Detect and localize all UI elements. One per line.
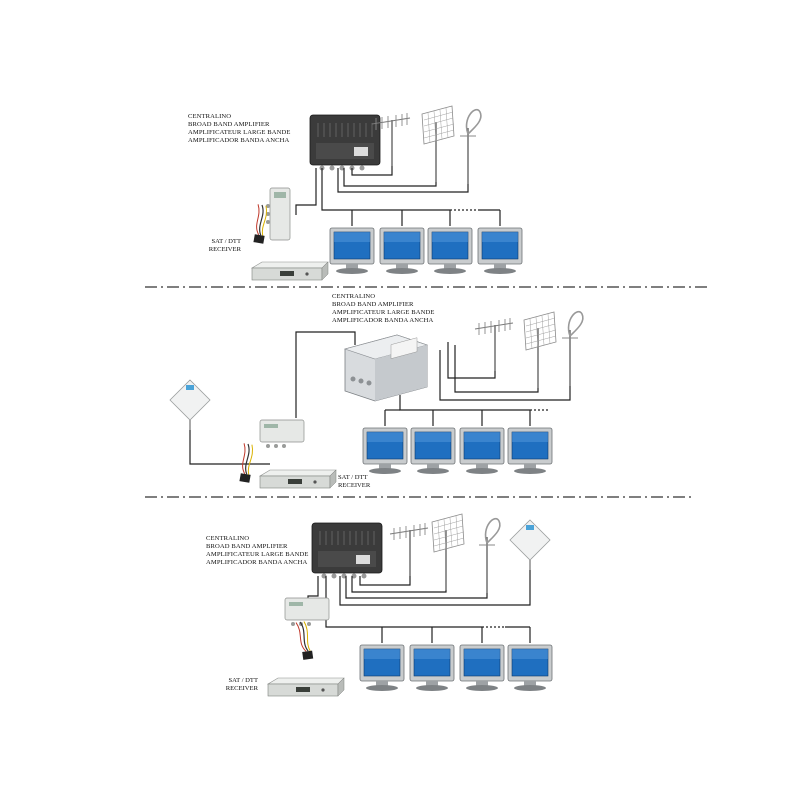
scart-cable: [236, 442, 257, 484]
amplifier-label: CENTRALINO BROAD BAND AMPLIFIER AMPLIFIC…: [188, 113, 291, 144]
power-supply: [266, 187, 291, 241]
tv-monitor: [459, 427, 505, 475]
power-supply: [284, 597, 330, 627]
tv-monitor: [507, 427, 553, 475]
uhf-antenna: [459, 108, 482, 185]
diagram-3: [267, 513, 553, 697]
tv-distribution-cable: [295, 168, 501, 226]
tv-monitor: [410, 427, 456, 475]
power-supply: [259, 419, 305, 449]
scart-cable: [250, 203, 271, 245]
tv-monitor: [459, 644, 505, 692]
receiver-label: SAT / DTT RECEIVER: [208, 238, 241, 253]
satellite-dish: [169, 379, 211, 431]
tv-distribution-cable: [307, 576, 531, 643]
scart-cable: [295, 620, 314, 661]
yagi-antenna: [474, 317, 514, 372]
tv-monitor: [379, 227, 425, 275]
receiver-label: SAT / DTT RECEIVER: [338, 474, 371, 489]
tv-monitor: [477, 227, 523, 275]
yagi-antenna: [389, 522, 429, 577]
amplifier-dark: [309, 114, 381, 172]
satellite-cable: [189, 430, 270, 465]
tv-distribution-cable: [295, 331, 548, 426]
tv-monitor: [427, 227, 473, 275]
tv-monitor: [359, 644, 405, 692]
sat-dtt-receiver: [251, 261, 329, 281]
sat-dtt-receiver: [259, 469, 337, 489]
grid-antenna: [421, 105, 455, 183]
tv-monitor: [329, 227, 375, 275]
uhf-antenna: [478, 517, 501, 594]
tv-monitor: [362, 427, 408, 475]
receiver-label: SAT / DTT RECEIVER: [225, 677, 258, 692]
grid-antenna: [431, 513, 465, 591]
diagram-2: [169, 310, 584, 489]
sat-dtt-receiver: [267, 677, 345, 697]
antenna-cables: [339, 570, 531, 606]
diagram-1: [250, 105, 523, 281]
satellite-dish: [509, 519, 551, 571]
amplifier-dark: [311, 522, 383, 580]
amplifier-label: CENTRALINO BROAD BAND AMPLIFIER AMPLIFIC…: [332, 293, 435, 324]
amplifier-label: CENTRALINO BROAD BAND AMPLIFIER AMPLIFIC…: [206, 535, 309, 566]
uhf-antenna: [561, 310, 584, 387]
tv-monitor: [507, 644, 553, 692]
tv-monitor: [409, 644, 455, 692]
antenna-cables: [337, 166, 469, 193]
grid-antenna: [523, 311, 557, 389]
amplifier-silver: [344, 334, 428, 402]
antenna-cables: [439, 342, 571, 401]
